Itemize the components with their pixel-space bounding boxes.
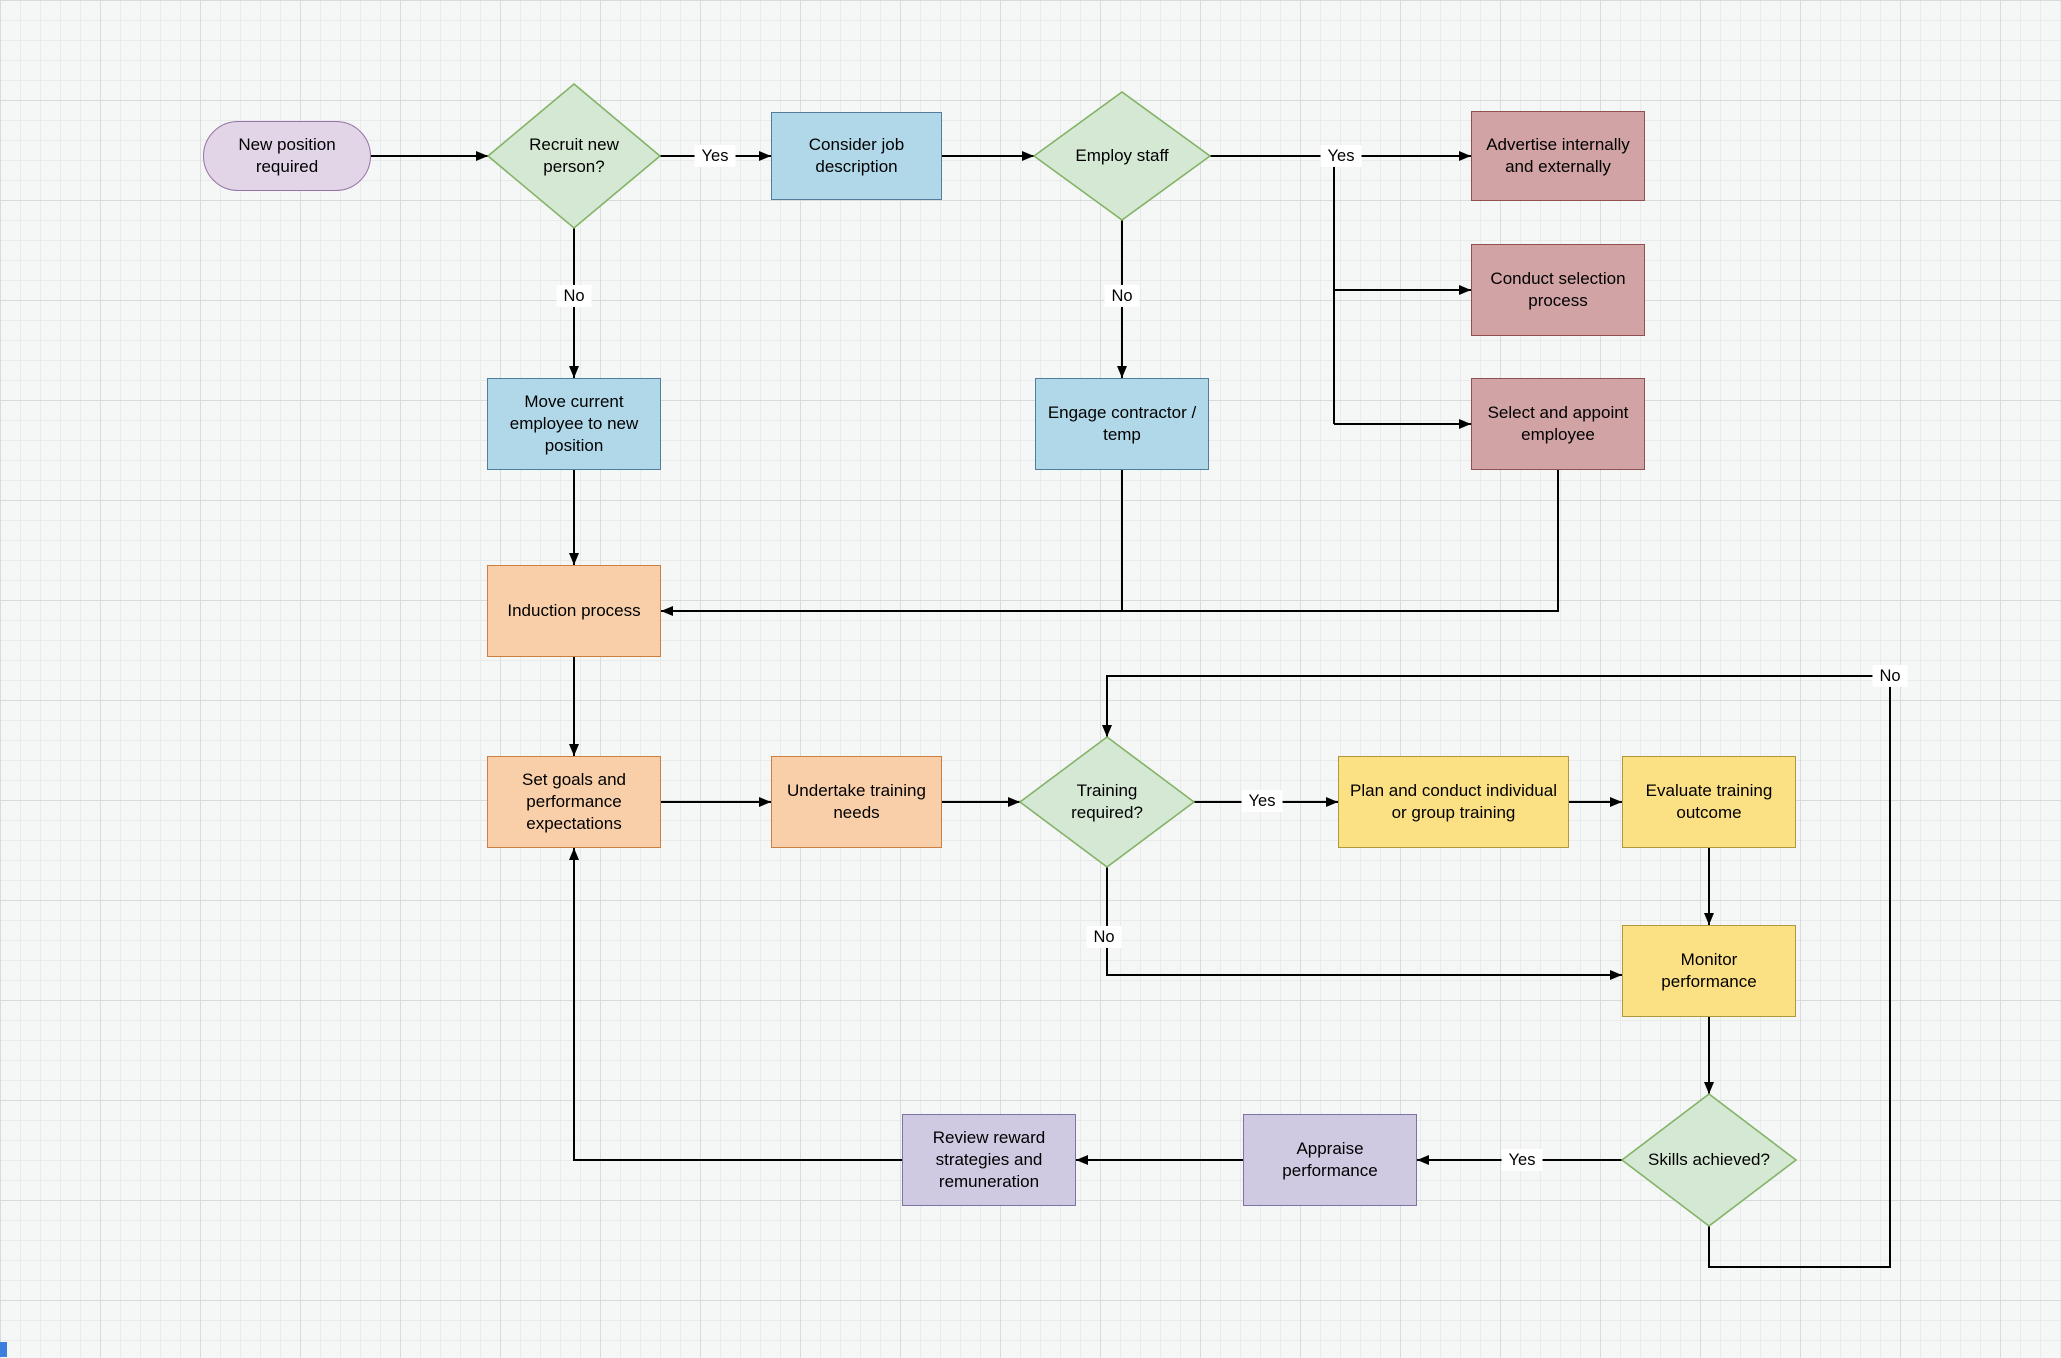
node-monitor-performance[interactable]: Monitor performance — [1622, 925, 1796, 1017]
node-induction-process[interactable]: Induction process — [487, 565, 661, 657]
node-recruit-new-person-decision[interactable]: Recruit new person? — [488, 84, 660, 228]
node-label: Review reward strategies and remuneratio… — [932, 1128, 1046, 1191]
edge-review-to-setgoals — [569, 848, 902, 1161]
edge-training-no-to-monitor — [1106, 867, 1622, 980]
node-label: Induction process — [507, 601, 641, 621]
edge-label-training-yes: Yes — [1241, 789, 1283, 813]
edge-label-recruit-no: No — [556, 284, 592, 308]
edge-label-skills-yes: Yes — [1501, 1148, 1543, 1172]
node-label: Consider job description — [808, 135, 905, 176]
node-select-and-appoint-employee[interactable]: Select and appoint employee — [1471, 378, 1645, 470]
edge-label-employ-yes: Yes — [1320, 144, 1362, 168]
node-label: Select and appoint employee — [1487, 403, 1629, 444]
edge-skills-no-loop-to-training — [1102, 675, 1891, 1268]
node-label: Set goals and performance expectations — [522, 770, 626, 833]
node-label: Employ staff — [1075, 146, 1169, 166]
node-training-required-decision[interactable]: Training required? — [1020, 737, 1194, 867]
node-review-reward-strategies[interactable]: Review reward strategies and remuneratio… — [902, 1114, 1076, 1206]
node-engage-contractor-temp[interactable]: Engage contractor / temp — [1035, 378, 1209, 470]
node-label: Monitor performance — [1661, 950, 1757, 991]
node-label: New position required — [238, 135, 336, 176]
node-conduct-selection-process[interactable]: Conduct selection process — [1471, 244, 1645, 336]
node-advertise-internally-externally[interactable]: Advertise internally and externally — [1471, 111, 1645, 201]
node-label: Skills achieved? — [1648, 1150, 1770, 1170]
diamond-shape — [1622, 1094, 1796, 1226]
edge-select-to-induction — [661, 470, 1559, 616]
node-label: Engage contractor / temp — [1047, 403, 1197, 444]
node-skills-achieved-decision[interactable]: Skills achieved? — [1622, 1094, 1796, 1226]
node-new-position-required[interactable]: New position required — [203, 121, 371, 191]
canvas-edge-marker — [0, 1342, 7, 1357]
node-undertake-training-needs[interactable]: Undertake training needs — [771, 756, 942, 848]
node-label: Advertise internally and externally — [1486, 135, 1630, 176]
edge-label-employ-no: No — [1104, 284, 1140, 308]
diamond-shape — [1034, 92, 1210, 220]
node-label: Evaluate training outcome — [1645, 781, 1773, 822]
edge-label-recruit-yes: Yes — [694, 144, 736, 168]
node-label: Recruit new person? — [529, 135, 619, 176]
node-set-goals-performance-expectations[interactable]: Set goals and performance expectations — [487, 756, 661, 848]
node-label: Appraise performance — [1282, 1139, 1378, 1180]
node-label: Undertake training needs — [787, 781, 926, 822]
node-label: Plan and conduct individual or group tra… — [1350, 781, 1557, 822]
node-consider-job-description[interactable]: Consider job description — [771, 112, 942, 200]
diamond-shape — [488, 84, 660, 228]
edge-label-skills-no: No — [1872, 664, 1908, 688]
node-label: Conduct selection process — [1490, 269, 1626, 310]
node-appraise-performance[interactable]: Appraise performance — [1243, 1114, 1417, 1206]
diamond-shape — [1020, 737, 1194, 867]
node-employ-staff-decision[interactable]: Employ staff — [1034, 92, 1210, 220]
node-move-current-employee[interactable]: Move current employee to new position — [487, 378, 661, 470]
edge-label-training-no: No — [1086, 925, 1122, 949]
node-label: Move current employee to new position — [509, 392, 639, 455]
node-label: Training required? — [1071, 781, 1143, 822]
node-evaluate-training-outcome[interactable]: Evaluate training outcome — [1622, 756, 1796, 848]
node-plan-conduct-training[interactable]: Plan and conduct individual or group tra… — [1338, 756, 1569, 848]
